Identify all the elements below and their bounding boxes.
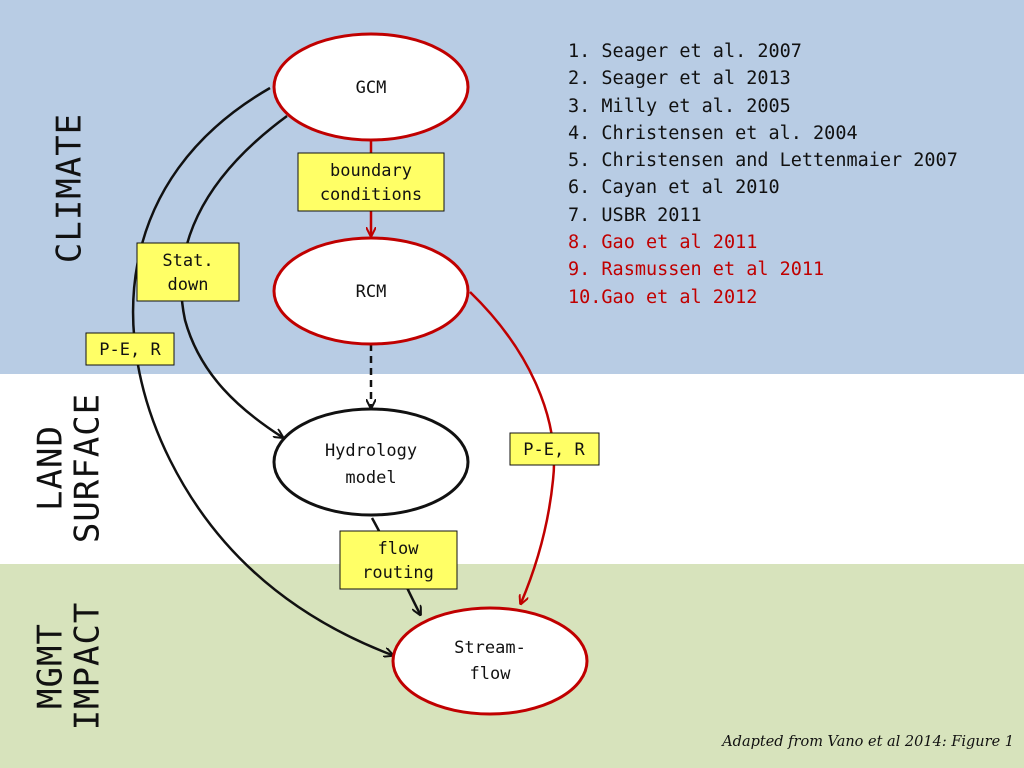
- boundary-conditions-label: boundary conditions: [297, 152, 445, 212]
- streamflow-node: Stream- flow: [391, 606, 589, 716]
- boundary-conditions-line1: boundary: [330, 161, 412, 181]
- reference-text: Cayan et al 2010: [601, 177, 780, 199]
- pe-r-left-label: P-E, R: [85, 332, 175, 366]
- gcm-to-streamflow-arrow: [131, 86, 392, 655]
- reference-number: 9.: [568, 259, 602, 281]
- boundary-conditions-line2: conditions: [320, 185, 422, 205]
- climate-band: [0, 0, 1024, 374]
- reference-text: Gao et al 2011: [601, 232, 758, 254]
- reference-item: 6. Cayan et al 2010: [568, 174, 958, 201]
- rcm-to-streamflow-arrow: [469, 291, 556, 603]
- reference-item: 3. Milly et al. 2005: [568, 93, 958, 120]
- pe-r-right-label: P-E, R: [509, 432, 600, 466]
- reference-text: Milly et al. 2005: [601, 95, 791, 117]
- hydrology-model-node: Hydrology model: [272, 407, 470, 517]
- flow-routing-line1: flow: [378, 539, 420, 559]
- reference-number: 1.: [568, 41, 602, 62]
- reference-text: Rasmussen et al 2011: [601, 259, 825, 281]
- reference-text: Seager et al. 2007: [601, 41, 802, 62]
- reference-number: 5.: [568, 150, 602, 172]
- rcm-label: RCM: [356, 282, 387, 302]
- reference-number: 4.: [568, 122, 602, 144]
- gcm-label: GCM: [356, 78, 387, 98]
- source-credit: Adapted from Vano et al 2014: Figure 1: [722, 734, 1014, 750]
- reference-number: 8.: [568, 232, 602, 254]
- reference-number: 2.: [568, 68, 602, 90]
- gcm-to-hydrology-arrow: [180, 114, 288, 437]
- reference-number: 7.: [568, 204, 602, 226]
- gcm-node: GCM: [272, 32, 470, 142]
- rcm-node: RCM: [272, 236, 470, 346]
- reference-item: 9. Rasmussen et al 2011: [568, 256, 958, 283]
- hydrology-label-line2: model: [345, 468, 396, 488]
- reference-text: USBR 2011: [601, 204, 702, 226]
- reference-text: Seager et al 2013: [601, 68, 791, 90]
- stat-down-label: Stat. down: [136, 242, 240, 302]
- streamflow-label-line1: Stream-: [454, 638, 526, 658]
- reference-text: Christensen et al. 2004: [601, 122, 858, 144]
- pe-r-left-text: P-E, R: [99, 340, 161, 360]
- reference-number: 10.: [568, 286, 602, 308]
- land-surface-band: [0, 374, 1024, 564]
- hydrology-label-line1: Hydrology: [325, 441, 417, 461]
- reference-item: 10.Gao et al 2012: [568, 284, 958, 311]
- reference-item: 1. Seager et al. 2007: [568, 38, 958, 65]
- reference-item: 4. Christensen et al. 2004: [568, 120, 958, 147]
- streamflow-label-line2: flow: [470, 664, 512, 684]
- stat-down-line1: Stat.: [162, 251, 213, 271]
- stat-down-line2: down: [168, 275, 209, 295]
- flow-routing-line2: routing: [362, 563, 434, 583]
- reference-item: 2. Seager et al 2013: [568, 65, 958, 92]
- pe-r-right-text: P-E, R: [523, 440, 585, 460]
- reference-item: 7. USBR 2011: [568, 202, 958, 229]
- reference-text: Christensen and Lettenmaier 2007: [601, 150, 958, 172]
- reference-text: Gao et al 2012: [601, 286, 758, 308]
- reference-number: 6.: [568, 177, 602, 199]
- reference-item: 8. Gao et al 2011: [568, 229, 958, 256]
- reference-number: 3.: [568, 95, 602, 117]
- reference-item: 5. Christensen and Lettenmaier 2007: [568, 147, 958, 174]
- flow-routing-label: flow routing: [339, 530, 458, 590]
